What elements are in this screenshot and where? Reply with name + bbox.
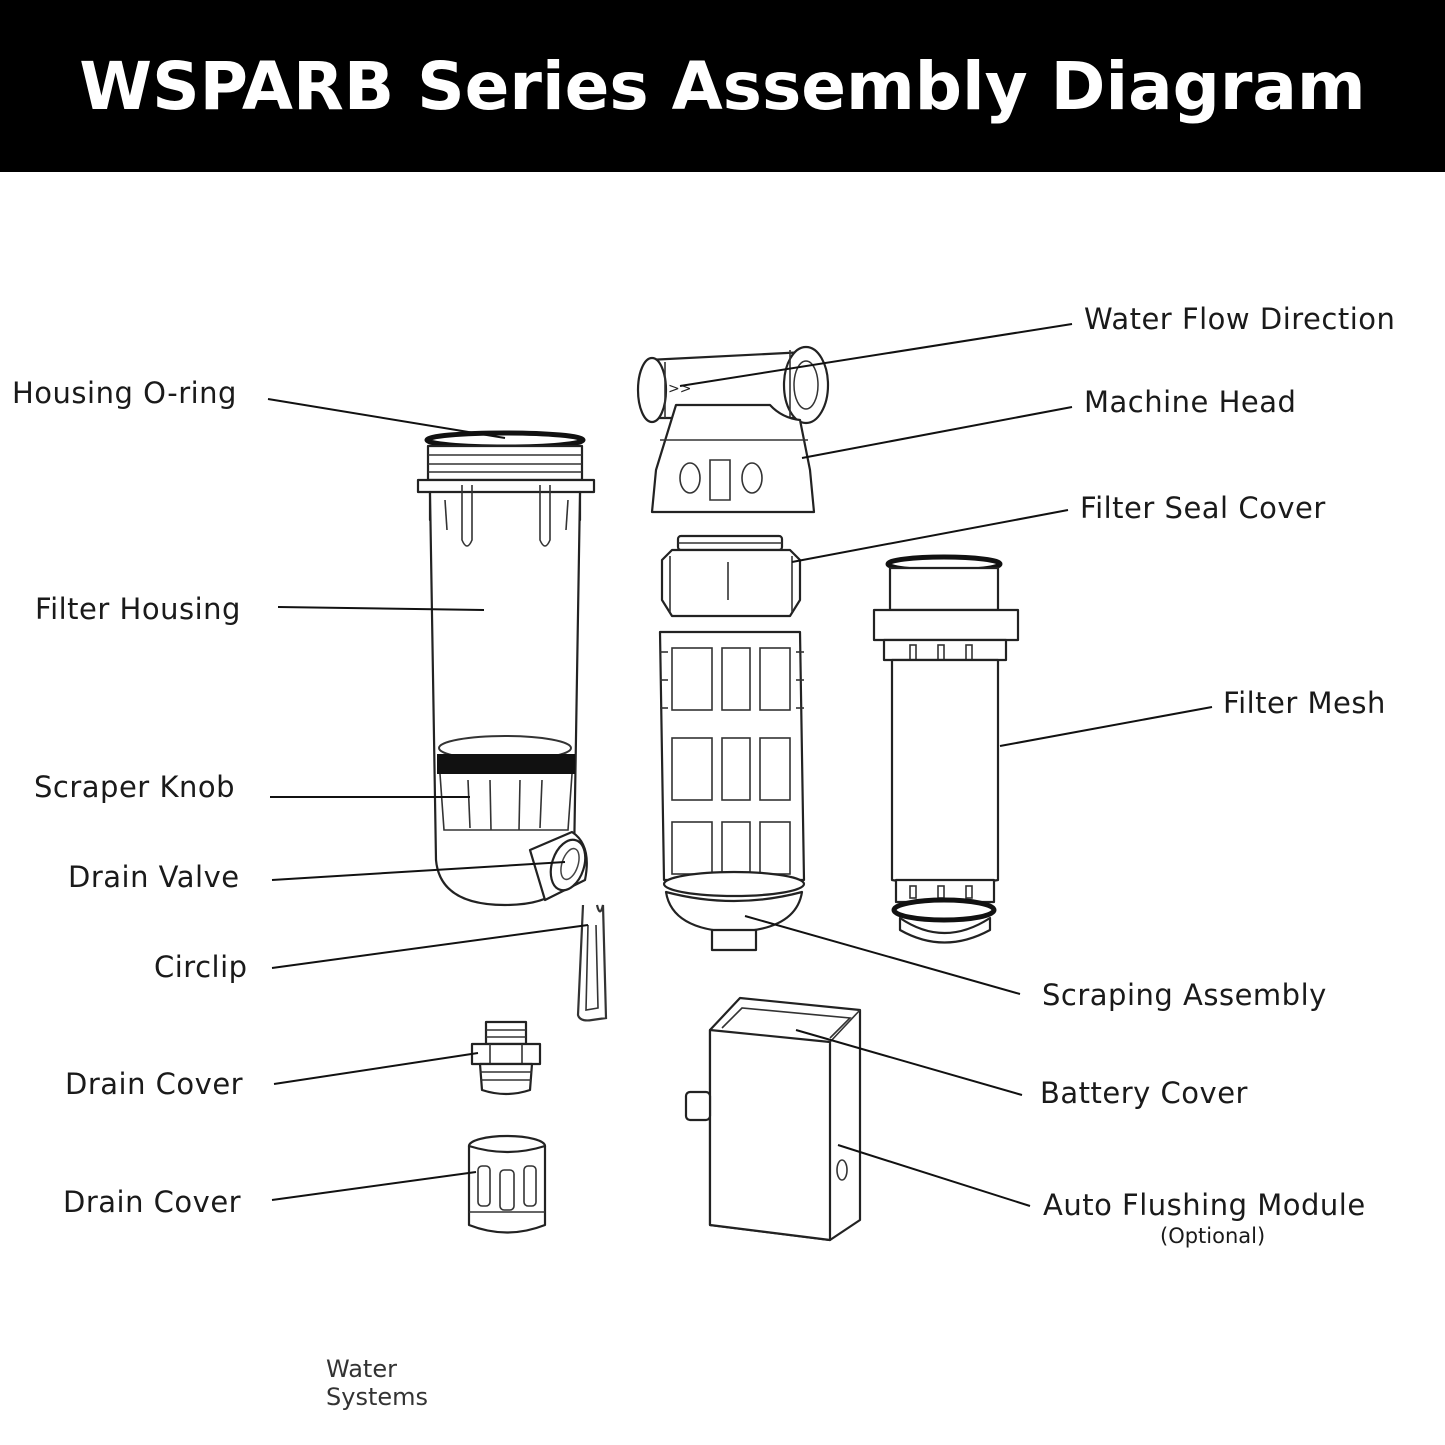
filter-mesh-part [872,554,1020,944]
leader-circlip [271,924,589,969]
label-circlip: Circlip [154,950,248,984]
drain-cover-2-part [467,1134,547,1234]
label-scraping-assembly: Scraping Assembly [1042,978,1327,1012]
label-drain-cover-2: Drain Cover [63,1185,242,1219]
leader-machine-head [801,406,1073,459]
label-drain-cover-1: Drain Cover [65,1067,244,1101]
label-filter-seal-cover: Filter Seal Cover [1080,491,1326,525]
filter-cage-part [658,534,806,952]
leader-drain-cover-2 [271,1171,477,1201]
label-housing-oring: Housing O-ring [12,376,237,410]
label-filter-mesh: Filter Mesh [1223,686,1386,720]
label-machine-head: Machine Head [1084,385,1297,419]
diagram-title: WSPARB Series Assembly Diagram [79,47,1366,125]
label-scraper-knob: Scraper Knob [34,770,235,804]
brand-line-1: Water [326,1355,397,1383]
label-filter-housing: Filter Housing [35,592,241,626]
drain-cover-1-part [470,1020,542,1096]
leader-drain-cover-1 [273,1052,479,1085]
flow-arrow-icon: >> [668,381,691,397]
circlip-part [576,904,608,1022]
brand-line-2: Systems [326,1383,428,1411]
leader-filter-mesh [999,706,1213,747]
leader-drain-valve [271,861,566,881]
leader-water-flow [679,323,1073,387]
label-water-flow-direction: Water Flow Direction [1084,302,1396,336]
leader-filter-seal-cover [791,509,1069,563]
label-drain-valve: Drain Valve [68,860,240,894]
brand-watermark: Water Systems [326,1355,428,1411]
title-banner: WSPARB Series Assembly Diagram [0,0,1445,172]
label-auto-flushing-optional: (Optional) [1160,1224,1266,1248]
leader-housing-oring [267,398,506,439]
leader-battery-cover [795,1029,1023,1096]
filter-housing-part [416,430,596,907]
leader-scraping-assembly [744,915,1021,995]
auto-flushing-module-part [684,996,862,1242]
leader-auto-flushing [837,1144,1031,1207]
leader-filter-housing [277,606,485,611]
label-auto-flushing-module: Auto Flushing Module [1043,1188,1366,1222]
leader-lines [267,323,1213,1207]
label-battery-cover: Battery Cover [1040,1076,1248,1110]
machine-head-part: >> [636,345,830,514]
